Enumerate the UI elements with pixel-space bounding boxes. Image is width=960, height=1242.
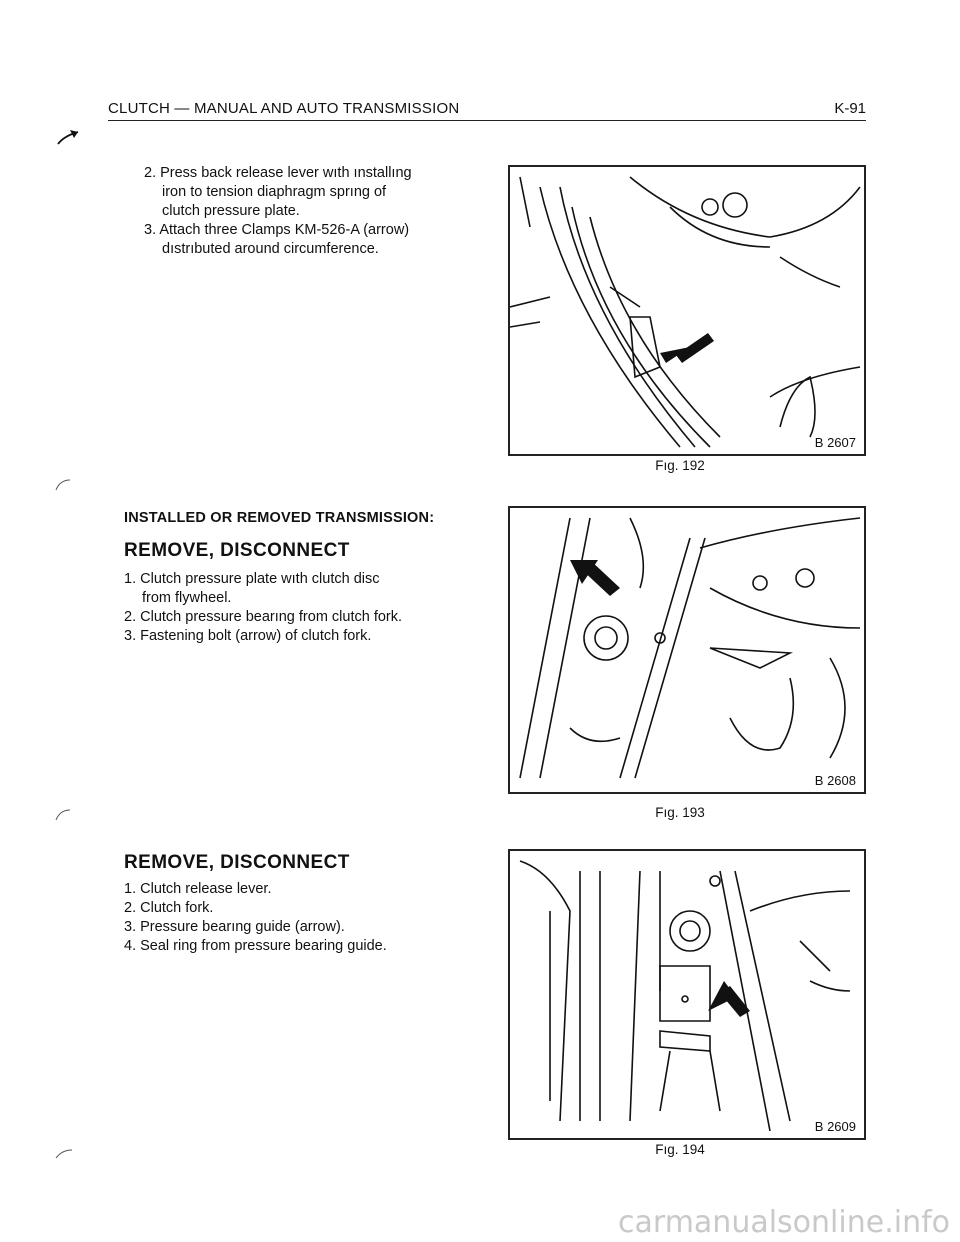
figure-caption: Fıg. 194 [655, 1142, 705, 1157]
figure-193: B 2608 [508, 506, 866, 794]
figure-code: B 2608 [812, 773, 858, 788]
clutch-assembly-illustration [510, 176, 861, 448]
step-line: 3. Pressure bearıng guide (arrow). [124, 919, 345, 935]
step-line: from flywheel. [142, 590, 232, 606]
figure-code: B 2607 [812, 435, 858, 450]
step-line: 1. Clutch pressure plate wıth clutch dis… [124, 571, 380, 587]
step-line: 3. Attach three Clamps KM-526-A (arrow) [144, 222, 410, 238]
step-line: 2. Clutch fork. [124, 900, 214, 916]
section2-steps: 1. Clutch pressure plate wıth clutch dis… [124, 570, 464, 646]
section1-steps: 2. Press back release lever wıth ınstall… [144, 164, 454, 259]
margin-mark-icon [57, 130, 79, 145]
clutch-fork-illustration [519, 517, 861, 779]
section3-heading: REMOVE, DISCONNECT [124, 852, 350, 873]
bearing-guide-illustration [519, 860, 851, 1132]
step-line: 2. Press back release lever wıth ınstall… [144, 165, 412, 181]
page-number: K-91 [834, 100, 866, 117]
figure-code: B 2609 [812, 1119, 858, 1134]
step-line: 2. Clutch pressure bearıng from clutch f… [124, 609, 403, 625]
section2-heading: REMOVE, DISCONNECT [124, 540, 350, 561]
margin-mark-icon [55, 479, 71, 491]
step-line: 1. Clutch release lever. [124, 881, 272, 897]
step-line: 4. Seal ring from pressure bearing guide… [124, 938, 387, 954]
step-line: 3. Fastening bolt (arrow) of clutch fork… [124, 628, 372, 644]
figure-caption: Fıg. 192 [655, 458, 705, 473]
margin-mark-icon [55, 809, 71, 821]
figure-194: B 2609 [508, 849, 866, 1140]
step-line: clutch pressure plate. [162, 203, 300, 219]
watermark: carmanualsonline.info [618, 1205, 950, 1240]
step-line: iron to tension diaphragm sprıng of [162, 184, 387, 200]
figure-192: B 2607 [508, 165, 866, 456]
header-title: CLUTCH — MANUAL AND AUTO TRANSMISSION [108, 100, 460, 117]
step-line: dıstrıbuted around circumference. [162, 241, 379, 257]
page-header: CLUTCH — MANUAL AND AUTO TRANSMISSION K-… [108, 98, 866, 121]
margin-mark-icon [55, 1149, 73, 1159]
section3-steps: 1. Clutch release lever. 2. Clutch fork.… [124, 880, 464, 956]
figure-caption: Fıg. 193 [655, 805, 705, 820]
section2-subheading: INSTALLED OR REMOVED TRANSMISSION: [124, 510, 435, 526]
